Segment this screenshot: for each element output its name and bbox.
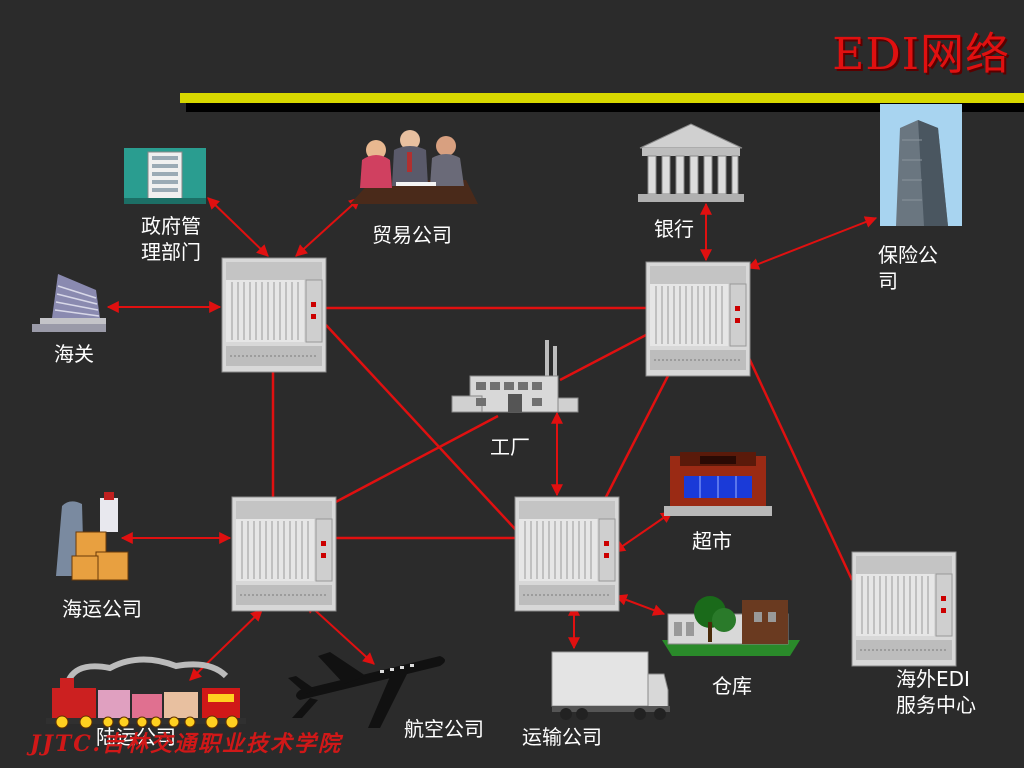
link-server-bank-to-server-center bbox=[604, 367, 674, 498]
supermarket-icon bbox=[664, 452, 772, 516]
toy-train-icon bbox=[46, 656, 246, 729]
label-supermarket: 超市 bbox=[692, 529, 732, 553]
label-customs: 海关 bbox=[54, 342, 94, 366]
factory-icon bbox=[451, 340, 579, 413]
label-shipping-company: 海运公司 bbox=[62, 597, 142, 621]
link-gov-dept bbox=[207, 197, 269, 257]
airplane-icon bbox=[288, 652, 445, 728]
label-land-transport: 陆运公司 bbox=[96, 725, 176, 749]
link-supermarket bbox=[613, 511, 673, 553]
bank-building-icon bbox=[638, 123, 744, 202]
link-server-shipping-to-factory bbox=[329, 414, 499, 507]
gov-building-icon bbox=[124, 148, 206, 204]
header-accent-bar bbox=[180, 93, 1024, 112]
link-factory-to-server-bank bbox=[559, 333, 647, 382]
link-server-bank-to-server-overseas bbox=[741, 344, 854, 581]
school-watermark: JJTC.吉林交通职业技术学院 bbox=[30, 731, 342, 757]
label-transport-company: 运输公司 bbox=[522, 725, 602, 749]
slide-title: EDI网络 bbox=[832, 29, 1010, 80]
meeting-people-icon bbox=[350, 130, 478, 204]
insurance-tower-icon bbox=[880, 104, 962, 226]
label-trade-company: 贸易公司 bbox=[372, 223, 452, 247]
link-trade-company bbox=[295, 197, 361, 257]
label-factory: 工厂 bbox=[490, 435, 530, 459]
server-overseas-node bbox=[851, 551, 957, 667]
link-server-gov-to-server-center bbox=[325, 324, 517, 531]
truck-icon bbox=[551, 651, 670, 720]
server-bank-node bbox=[645, 261, 751, 377]
link-airline bbox=[305, 601, 375, 665]
label-airline: 航空公司 bbox=[404, 717, 484, 741]
link-insurance bbox=[746, 216, 878, 270]
label-insurance: 保险公 司 bbox=[878, 243, 938, 293]
ship-cargo-icon bbox=[56, 492, 129, 581]
label-overseas-edi: 海外EDI 服务中心 bbox=[896, 667, 976, 717]
label-warehouse: 仓库 bbox=[712, 674, 752, 698]
server-center-node bbox=[514, 496, 620, 612]
server-shipping-node bbox=[231, 496, 337, 612]
warehouse-icon bbox=[662, 596, 800, 656]
label-gov-dept: 政府管 理部门 bbox=[141, 214, 201, 264]
link-warehouse bbox=[614, 594, 666, 616]
customs-building-icon bbox=[32, 274, 106, 332]
link-land-transport bbox=[189, 609, 263, 681]
server-gov-node bbox=[221, 257, 327, 373]
label-bank: 银行 bbox=[654, 217, 694, 241]
